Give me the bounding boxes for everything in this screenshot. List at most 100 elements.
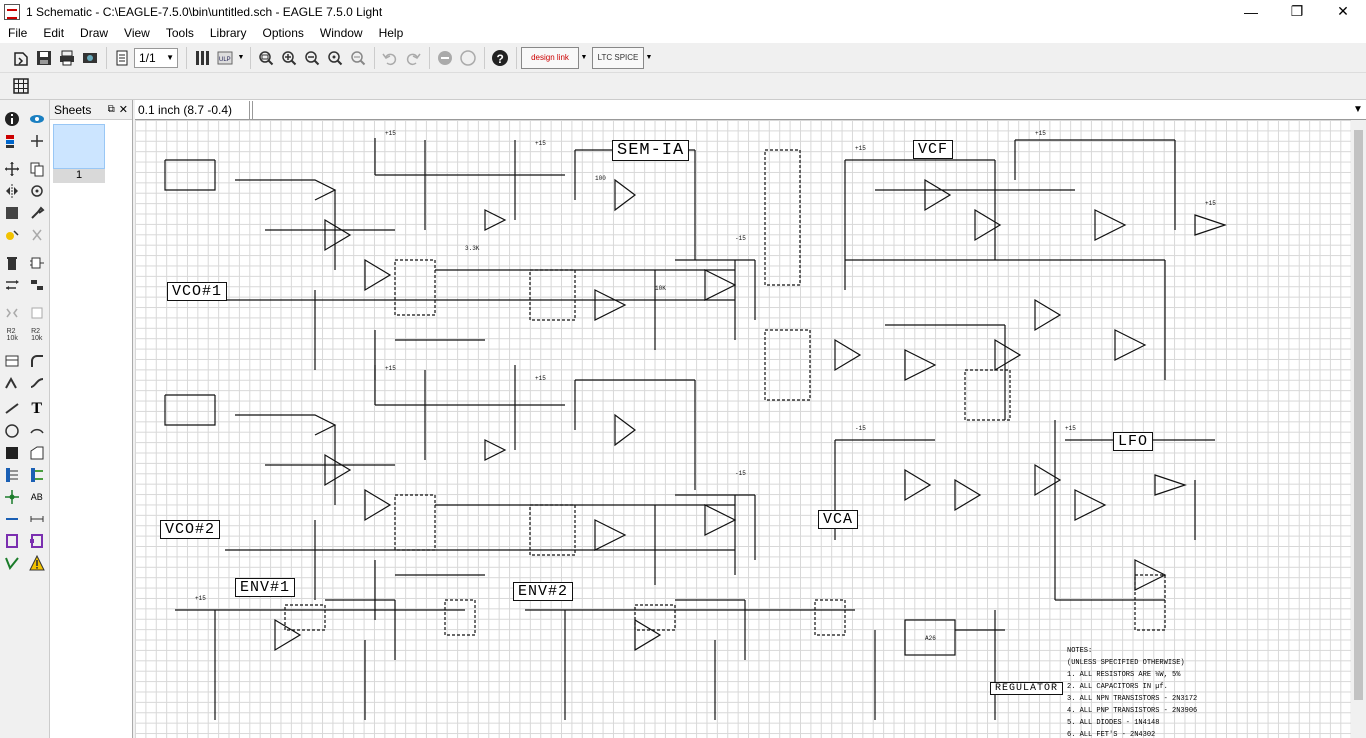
replace-icon[interactable]	[3, 304, 21, 322]
wire-icon[interactable]	[3, 400, 21, 418]
menu-draw[interactable]: Draw	[80, 26, 109, 40]
close-button[interactable]: ✕	[1337, 3, 1349, 19]
pinswap-icon[interactable]	[3, 276, 21, 294]
redo-icon[interactable]	[402, 47, 424, 69]
circle-icon[interactable]	[3, 422, 21, 440]
menu-window[interactable]: Window	[319, 26, 363, 40]
optimize-icon[interactable]	[28, 374, 46, 392]
menu-file[interactable]: File	[8, 26, 28, 40]
group-icon[interactable]	[3, 204, 21, 222]
notes-block: NOTES: (UNLESS SPECIFIED OTHERWISE) 1. A…	[1067, 645, 1197, 738]
paste-icon[interactable]	[3, 226, 21, 244]
frame-icon[interactable]	[3, 532, 21, 550]
text-icon[interactable]: T	[31, 400, 43, 417]
run-ulp-dropdown[interactable]: ▼	[237, 54, 245, 61]
errors-icon[interactable]	[28, 554, 46, 572]
window-title: 1 Schematic - C:\EAGLE-7.5.0\bin\untitle…	[26, 4, 383, 19]
open-icon[interactable]	[10, 47, 32, 69]
print-icon[interactable]	[56, 47, 78, 69]
label-icon[interactable]: AB	[30, 492, 43, 502]
help-icon[interactable]: ?	[489, 47, 511, 69]
toolbar-separator	[429, 46, 430, 69]
cam-processor-icon[interactable]	[79, 47, 101, 69]
menu-view[interactable]: View	[124, 26, 150, 40]
rect-icon[interactable]	[3, 444, 21, 462]
undock-icon[interactable]: ⧉	[107, 104, 115, 115]
zoom-fit-icon[interactable]	[255, 47, 277, 69]
grid-icon[interactable]	[10, 75, 32, 97]
sheet-thumbnail[interactable]	[53, 124, 105, 169]
menu-help[interactable]: Help	[378, 26, 404, 40]
script-icon[interactable]	[191, 47, 213, 69]
ltspice-button[interactable]: LTC SPICE	[592, 46, 644, 69]
save-icon[interactable]	[33, 47, 55, 69]
restore-button[interactable]: ❐	[1290, 3, 1304, 19]
svg-text:A26: A26	[925, 635, 936, 642]
mirror-icon[interactable]	[3, 182, 21, 200]
gateswap-icon[interactable]	[28, 276, 46, 294]
show-icon[interactable]	[28, 110, 46, 128]
svg-text:10K: 10K	[655, 285, 666, 292]
erc-icon[interactable]	[3, 554, 21, 572]
svg-text:-15: -15	[735, 470, 746, 477]
minimize-button[interactable]: —	[1244, 3, 1258, 20]
note-line: 2. ALL CAPACITORS IN µf.	[1067, 683, 1168, 691]
svg-text:+15: +15	[1035, 130, 1046, 137]
copy-icon[interactable]	[28, 160, 46, 178]
note-line: 5. ALL DIODES - 1N4148	[1067, 719, 1160, 727]
menu-options[interactable]: Options	[262, 26, 304, 40]
polygon-icon[interactable]	[28, 444, 46, 462]
attribute-icon[interactable]	[3, 510, 21, 528]
go-icon[interactable]	[457, 47, 479, 69]
miter-icon[interactable]	[28, 352, 46, 370]
designlink-dropdown[interactable]: ▼	[580, 54, 588, 61]
menu-tools[interactable]: Tools	[165, 26, 194, 40]
info-icon[interactable]	[3, 110, 21, 128]
dimension-icon[interactable]	[28, 510, 46, 528]
bus-icon[interactable]	[3, 466, 21, 484]
sheet-select[interactable]: 1/1▼	[134, 47, 178, 68]
sheets-panel: Sheets ⧉ ✕ 1	[50, 100, 133, 738]
net-icon[interactable]	[28, 466, 46, 484]
zoom-redraw-icon[interactable]	[324, 47, 346, 69]
mark-icon[interactable]	[28, 132, 46, 150]
zoom-out-icon[interactable]	[301, 47, 323, 69]
menu-edit[interactable]: Edit	[43, 26, 65, 40]
delete-icon[interactable]	[3, 254, 21, 272]
smash-icon[interactable]	[3, 352, 21, 370]
svg-text:+15: +15	[535, 375, 546, 382]
ltspice-dropdown[interactable]: ▼	[645, 54, 653, 61]
change-icon[interactable]	[28, 204, 46, 222]
menu-library[interactable]: Library	[209, 26, 247, 40]
vertical-scrollbar[interactable]	[1351, 120, 1366, 738]
junction-icon[interactable]	[3, 488, 21, 506]
module-icon[interactable]	[28, 532, 46, 550]
run-ulp-icon[interactable]: ULP	[214, 47, 236, 69]
svg-text:+15: +15	[855, 145, 866, 152]
split-icon[interactable]	[3, 374, 21, 392]
designlink-button[interactable]: design link	[521, 46, 579, 69]
stop-icon[interactable]	[434, 47, 456, 69]
cut-icon[interactable]	[28, 226, 46, 244]
menu-bar: File Edit Draw View Tools Library Option…	[0, 23, 1366, 43]
move-icon[interactable]	[3, 160, 21, 178]
close-icon[interactable]: ✕	[118, 104, 128, 116]
undo-icon[interactable]	[379, 47, 401, 69]
scrollbar-thumb[interactable]	[1354, 130, 1363, 700]
arc-icon[interactable]	[28, 422, 46, 440]
rotate-icon[interactable]	[28, 182, 46, 200]
add-icon[interactable]	[28, 254, 46, 272]
zoom-select-icon[interactable]	[347, 47, 369, 69]
invoke-icon[interactable]	[28, 304, 46, 322]
schematic-title-label: SEM-IA	[612, 140, 690, 161]
sheet-number[interactable]: 1	[53, 169, 105, 183]
command-input[interactable]	[252, 100, 1350, 119]
zoom-in-icon[interactable]	[278, 47, 300, 69]
command-history-dropdown[interactable]: ▼	[1353, 104, 1363, 115]
display-icon[interactable]	[3, 132, 21, 150]
svg-text:-15: -15	[855, 425, 866, 432]
